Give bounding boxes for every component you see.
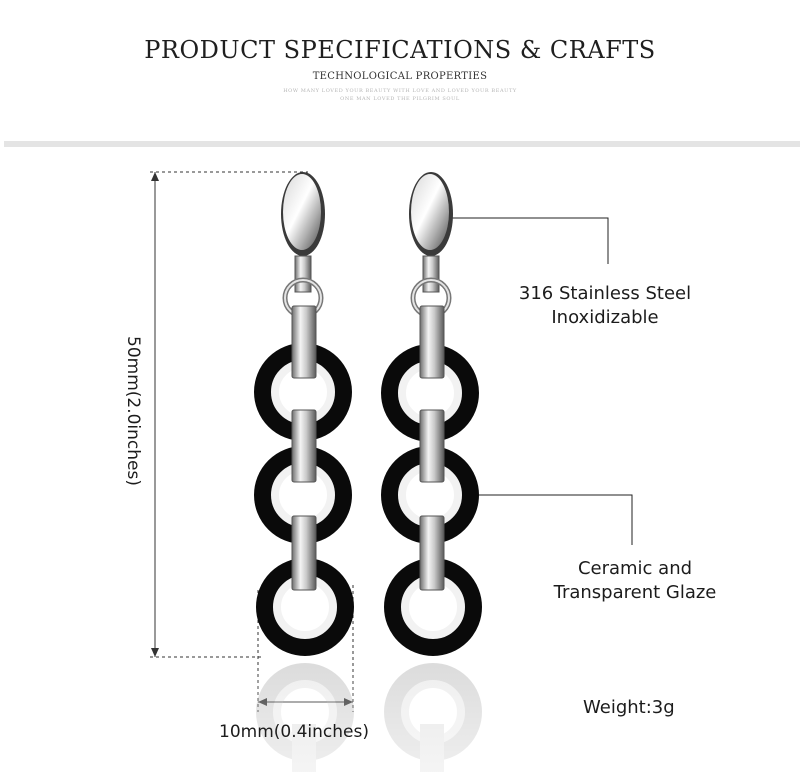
material-callout-line-1: 316 Stainless Steel bbox=[518, 283, 692, 304]
header-divider bbox=[4, 141, 800, 147]
finish-callout-line-1: Ceramic and bbox=[577, 558, 693, 579]
finish-callout-line-2: Transparent Glaze bbox=[553, 582, 717, 603]
page-title: PRODUCT SPECIFICATIONS & CRAFTS bbox=[144, 36, 656, 64]
material-callout: 316 Stainless Steel Inoxidizable bbox=[505, 282, 705, 330]
left-earring bbox=[254, 172, 354, 656]
weight-label: Weight:3g bbox=[583, 697, 675, 718]
material-callout-line-2: Inoxidizable bbox=[551, 307, 659, 328]
width-dimension-label: 10mm(0.4inches) bbox=[219, 722, 369, 742]
tagline-line-1: HOW MANY LOVED YOUR BEAUTY WITH LOVE AND… bbox=[283, 88, 517, 94]
finish-callout: Ceramic and Transparent Glaze bbox=[530, 557, 740, 605]
tagline-line-2: ONE MAN LOVED THE PILGRIM SOUL bbox=[340, 96, 460, 102]
right-earring bbox=[381, 172, 482, 656]
page-subtitle: TECHNOLOGICAL PROPERTIES bbox=[312, 71, 488, 82]
callout-leader-lines bbox=[452, 217, 633, 545]
